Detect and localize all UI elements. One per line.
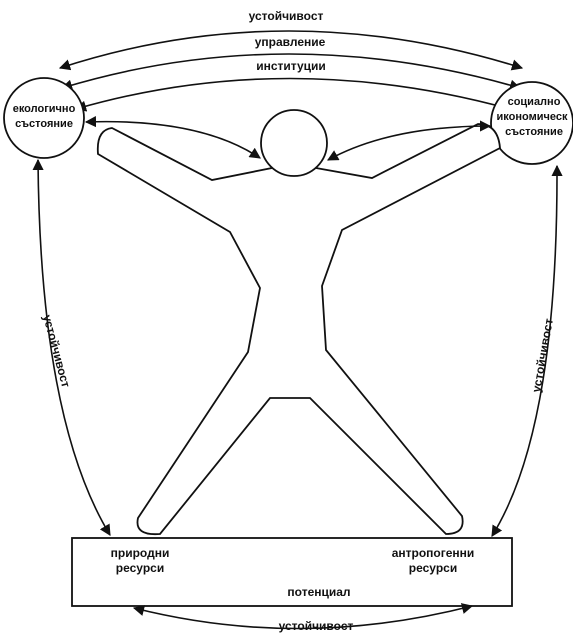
human-figure-body — [96, 123, 501, 536]
socio-economic-state-node — [490, 81, 573, 165]
arc-label-institutions: институции — [256, 59, 326, 73]
side-label-left-sustainability: устойчивост — [40, 313, 73, 389]
anthropogenic-resources-line2: ресурси — [409, 561, 457, 575]
arc-label-sustainability-bottom: устойчивост — [279, 619, 354, 633]
arc-top-outer — [58, 30, 524, 71]
side-label-right-sustainability: устойчивост — [529, 317, 556, 393]
natural-resources-line2: ресурси — [116, 561, 164, 575]
natural-resources-line1: природни — [111, 546, 170, 560]
arc-top-inner — [74, 77, 512, 112]
arc-left-side — [32, 158, 111, 536]
arc-bottom — [132, 603, 474, 630]
human-figure-head — [260, 109, 328, 177]
ecological-state-label-line1: екологично — [13, 103, 76, 115]
ecological-state-label-line2: състояние — [15, 118, 73, 130]
arc-right-side — [491, 164, 563, 537]
socio-economic-state-label-line3: състояние — [505, 126, 563, 138]
socio-economic-state-label-line1: социално — [508, 96, 561, 108]
resources-box — [71, 537, 513, 607]
potential-label: потенциал — [287, 585, 350, 599]
socio-economic-state-label-line2: икономическ — [497, 111, 568, 123]
arc-label-management: управление — [255, 35, 326, 49]
arc-label-sustainability-top: устойчивост — [249, 9, 324, 23]
anthropogenic-resources-line1: антропогенни — [392, 546, 475, 560]
ecological-state-node — [3, 77, 85, 159]
arc-top-middle — [60, 53, 522, 91]
arrow-ecological-to-head — [84, 116, 261, 159]
arrow-socio-to-head — [327, 120, 492, 161]
